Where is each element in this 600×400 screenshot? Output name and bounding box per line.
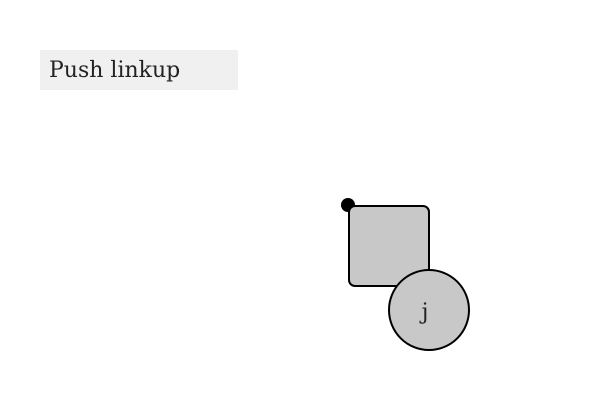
circle-node-shape[interactable] [388,269,470,351]
circle-node-label: j [419,300,429,325]
circle-node-j[interactable]: j [388,269,470,351]
square-node-shape[interactable] [348,205,430,287]
push-linkup-button[interactable]: Push linkup [40,50,238,90]
square-node[interactable] [348,205,430,287]
